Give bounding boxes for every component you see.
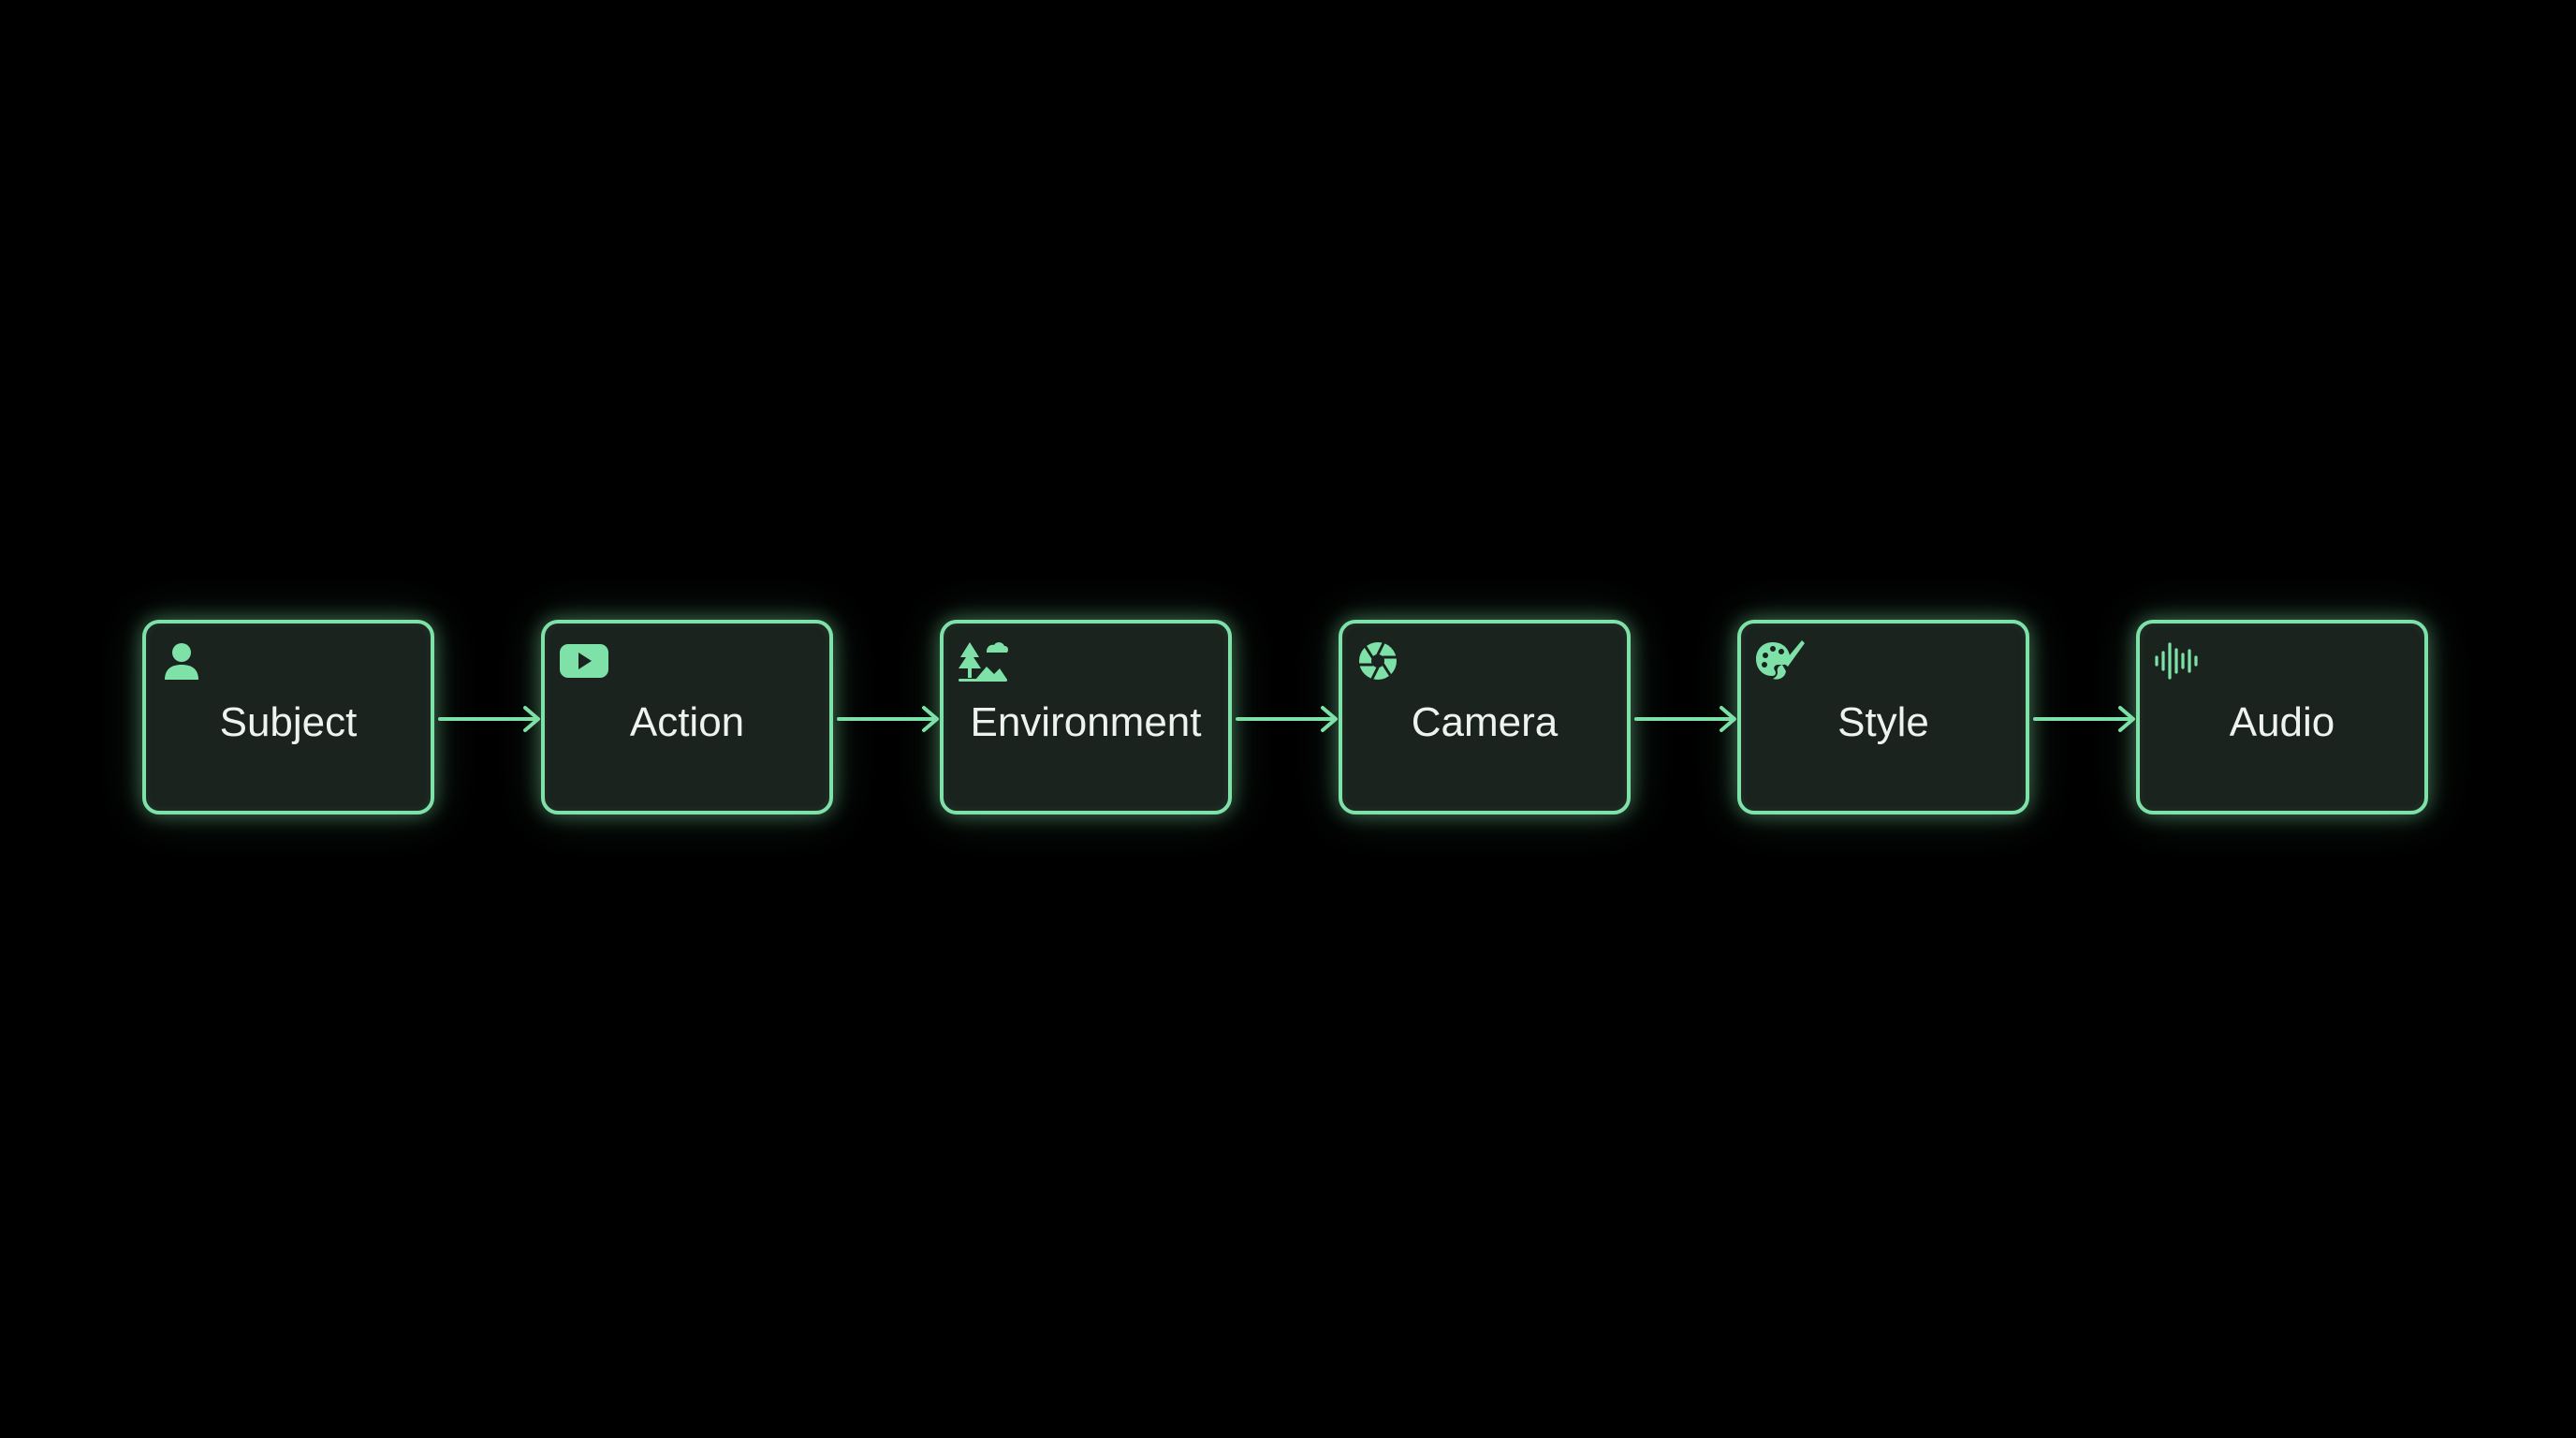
step-label: Audio <box>2229 699 2335 745</box>
play-icon <box>558 637 610 689</box>
arrow-action-to-environment <box>837 706 939 732</box>
person-icon <box>159 637 212 689</box>
step-label: Style <box>1837 699 1929 745</box>
arrow-subject-to-action <box>438 706 540 732</box>
waveform-icon <box>2153 637 2205 689</box>
arrow-style-to-audio <box>2033 706 2135 732</box>
palette-brush-icon <box>1754 637 1807 689</box>
step-node-style: Style <box>1737 620 2029 814</box>
step-node-action: Action <box>541 620 833 814</box>
step-label: Action <box>629 699 745 745</box>
step-node-subject: Subject <box>142 620 434 814</box>
step-node-environment: Environment <box>940 620 1232 814</box>
step-label: Subject <box>219 699 358 745</box>
arrow-camera-to-style <box>1634 706 1736 732</box>
step-node-audio: Audio <box>2136 620 2428 814</box>
landscape-icon <box>957 637 1009 689</box>
aperture-icon <box>1355 637 1408 689</box>
step-label: Camera <box>1411 699 1559 745</box>
step-node-camera: Camera <box>1339 620 1631 814</box>
arrow-environment-to-camera <box>1236 706 1338 732</box>
step-label: Environment <box>970 699 1202 745</box>
